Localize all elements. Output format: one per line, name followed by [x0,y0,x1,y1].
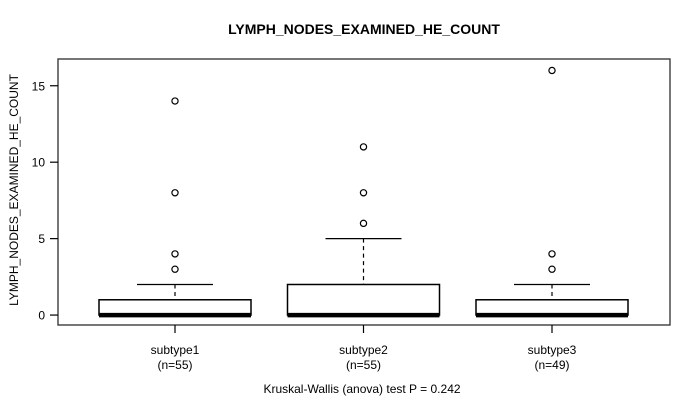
x-group-count-label: (n=55) [157,358,192,372]
iqr-box [475,299,629,316]
outlier-point [359,189,368,197]
outlier-point [548,250,556,258]
outlier-point [171,265,179,273]
outlier-point [171,189,179,197]
outlier-point [548,265,556,273]
x-group-count-label: (n=55) [346,358,381,372]
iqr-box [98,299,252,316]
x-group-label: subtype2 [339,343,388,357]
x-group-label: subtype1 [151,343,200,357]
x-group-label: subtype3 [528,343,577,357]
plot-area: 051015subtype1(n=55)subtype2(n=55)subtyp… [32,58,671,372]
iqr-box [286,283,441,316]
y-axis-label: LYMPH_NODES_EXAMINED_HE_COUNT [7,73,21,306]
outlier-point [548,66,556,75]
outlier-point [359,143,368,151]
outlier-point [171,250,179,258]
outlier-point [359,219,368,228]
y-tick-label: 15 [32,79,46,93]
y-tick-label: 10 [32,156,46,170]
x-group-count-label: (n=49) [534,358,569,372]
y-tick-label: 0 [38,309,45,323]
chart-title: LYMPH_NODES_EXAMINED_HE_COUNT [228,21,500,37]
y-tick-label: 5 [38,232,45,246]
footer-caption: Kruskal-Wallis (anova) test P = 0.242 [263,382,460,396]
outlier-point [171,97,179,105]
